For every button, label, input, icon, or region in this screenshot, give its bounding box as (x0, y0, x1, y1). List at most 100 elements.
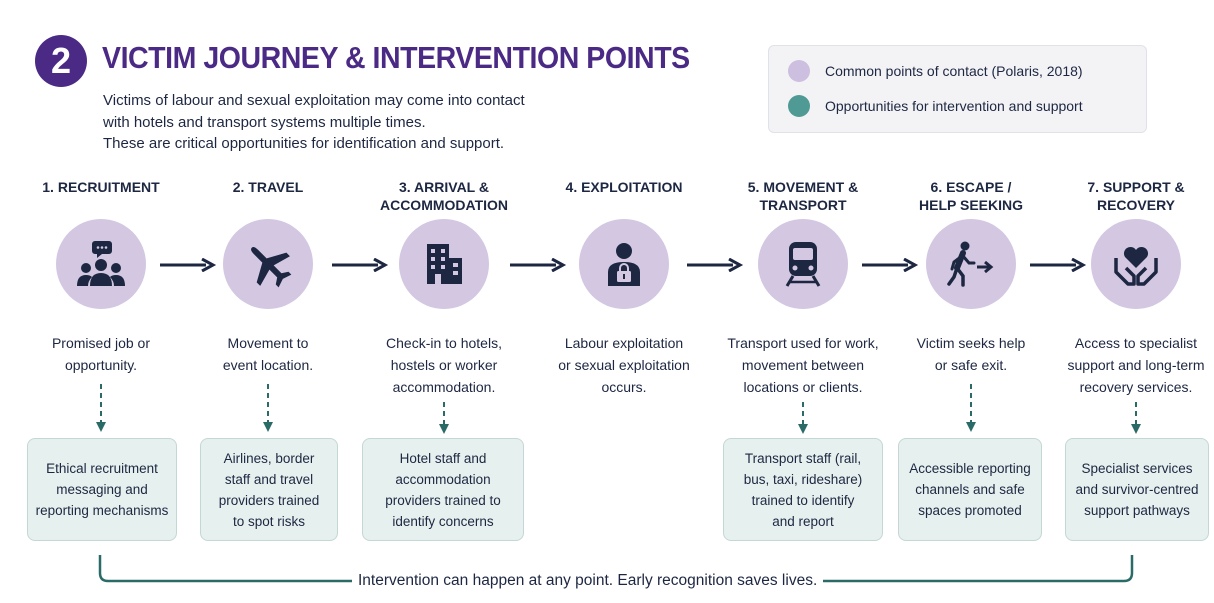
stage-heading-line: RECOVERY (1096, 197, 1176, 213)
train-icon (785, 242, 821, 287)
desc-line: Labour exploitation (564, 335, 684, 351)
intervention-line: messaging and (56, 482, 148, 497)
legend-dot-purple (788, 60, 810, 82)
desc-line: Promised job or (51, 335, 151, 351)
stage-heading: 4. EXPLOITATION (539, 178, 709, 196)
flow-arrow-icon (862, 258, 919, 272)
intervention-line: providers trained (218, 492, 320, 508)
stage-description: Access to specialist support and long-te… (1041, 332, 1214, 398)
desc-line: recovery services. (1079, 379, 1193, 395)
heart-hands-icon (1114, 246, 1158, 286)
airplane-icon (251, 247, 292, 288)
stage-circle (223, 219, 313, 309)
intervention-box: Ethical recruitment messaging and report… (27, 438, 177, 541)
legend-label: Common points of contact (Polaris, 2018) (825, 63, 1083, 79)
dashed-arrow-icon (966, 384, 976, 432)
stage-heading-line: 3. ARRIVAL & (399, 179, 489, 195)
dashed-arrow-icon (439, 402, 449, 434)
intervention-line: channels and safe (915, 482, 1025, 497)
flow-arrow-icon (1030, 258, 1087, 272)
stage-heading-line: HELP SEEKING (919, 197, 1023, 213)
intro-line: Victims of labour and sexual exploitatio… (103, 92, 525, 109)
section-number-badge: 2 (35, 35, 87, 87)
stage-heading: 6. ESCAPE / HELP SEEKING (886, 178, 1056, 214)
stage-heading: 5. MOVEMENT & TRANSPORT (718, 178, 888, 214)
flow-arrow-icon (160, 258, 217, 272)
desc-line: movement between (741, 357, 865, 373)
desc-line: accommodation. (392, 379, 496, 395)
desc-line: support and long-term (1067, 357, 1205, 373)
desc-line: hostels or worker (390, 357, 498, 373)
intervention-line: and report (772, 513, 834, 529)
stage-heading-line: TRANSPORT (759, 197, 847, 213)
stage-heading-line: ACCOMMODATION (379, 197, 509, 213)
dashed-arrow-icon (1131, 402, 1141, 434)
desc-line: Transport used for work, (727, 335, 879, 351)
legend-label: Opportunities for intervention and suppo… (825, 98, 1083, 114)
legend: Common points of contact (Polaris, 2018)… (768, 45, 1147, 133)
intervention-line: trained to identify (751, 492, 855, 508)
stage-circle (758, 219, 848, 309)
stage-description: Transport used for work, movement betwee… (708, 332, 898, 398)
stage-heading: 3. ARRIVAL & ACCOMMODATION (359, 178, 529, 214)
intervention-line: Airlines, border (223, 450, 315, 466)
intervention-box: Accessible reporting channels and safe s… (898, 438, 1042, 541)
intervention-line: Ethical recruitment (46, 461, 158, 476)
building-icon (427, 244, 462, 284)
desc-line: event location. (222, 357, 314, 373)
desc-line: Movement to (227, 335, 309, 351)
flow-arrow-icon (510, 258, 567, 272)
stage-description: Movement to event location. (173, 332, 363, 376)
intervention-line: reporting mechanisms (35, 503, 169, 518)
intervention-line: providers trained to (385, 492, 501, 508)
desc-line: Check-in to hotels, (386, 335, 502, 351)
intervention-line: identify concerns (392, 513, 494, 529)
desc-line: opportunity. (64, 357, 138, 373)
stage-heading-line: 7. SUPPORT & (1087, 179, 1185, 195)
intervention-line: and survivor-centred (1075, 482, 1199, 497)
walking-exit-icon (947, 241, 994, 287)
stage-heading-line: 2. TRAVEL (232, 179, 304, 195)
intervention-line: staff and travel (224, 471, 314, 487)
flow-arrow-icon (332, 258, 389, 272)
intervention-line: Hotel staff and (399, 450, 487, 466)
stage-circle (579, 219, 669, 309)
flow-arrow-icon (687, 258, 744, 272)
desc-line: or safe exit. (934, 357, 1008, 373)
legend-item-intervention: Opportunities for intervention and suppo… (788, 95, 1083, 117)
intro-line: with hotels and transport systems multip… (103, 113, 426, 131)
stage-description: Victim seeks help or safe exit. (876, 332, 1066, 376)
stage-heading-line: 5. MOVEMENT & (747, 179, 859, 195)
intervention-line: support pathways (1084, 503, 1190, 518)
intervention-line: Accessible reporting (909, 461, 1031, 476)
footer-message: Intervention can happen at any point. Ea… (352, 572, 824, 590)
desc-line: Access to specialist (1074, 335, 1198, 351)
stage-heading: 2. TRAVEL (183, 178, 353, 196)
stage-description: Promised job or opportunity. (6, 332, 196, 376)
desc-line: Victim seeks help (916, 335, 1026, 351)
legend-dot-teal (788, 95, 810, 117)
stage-circle (56, 219, 146, 309)
page-title: VICTIM JOURNEY & INTERVENTION POINTS (102, 40, 690, 75)
intervention-box: Airlines, border staff and travel provid… (200, 438, 338, 541)
stage-heading: 1. RECRUITMENT (16, 178, 186, 196)
desc-line: or sexual exploitation (558, 357, 690, 373)
dashed-arrow-icon (798, 402, 808, 434)
intro-line: These are critical opportunities for ide… (103, 135, 505, 152)
intervention-line: spaces promoted (918, 503, 1022, 518)
people-chat-icon (77, 241, 125, 286)
intervention-line: bus, taxi, rideshare) (743, 471, 863, 487)
stage-description: Labour exploitation or sexual exploitati… (529, 332, 719, 398)
locked-person-icon (608, 243, 640, 286)
intro-text: Victims of labour and sexual exploitatio… (103, 90, 623, 155)
intervention-box: Hotel staff and accommodation providers … (362, 438, 524, 541)
stage-heading: 7. SUPPORT & RECOVERY (1051, 178, 1214, 214)
stage-circle (1091, 219, 1181, 309)
stage-circle (926, 219, 1016, 309)
intervention-box: Specialist services and survivor-centred… (1065, 438, 1209, 541)
dashed-arrow-icon (96, 384, 106, 432)
dashed-arrow-icon (263, 384, 273, 432)
desc-line: occurs. (601, 379, 647, 395)
intervention-box: Transport staff (rail, bus, taxi, ridesh… (723, 438, 883, 541)
